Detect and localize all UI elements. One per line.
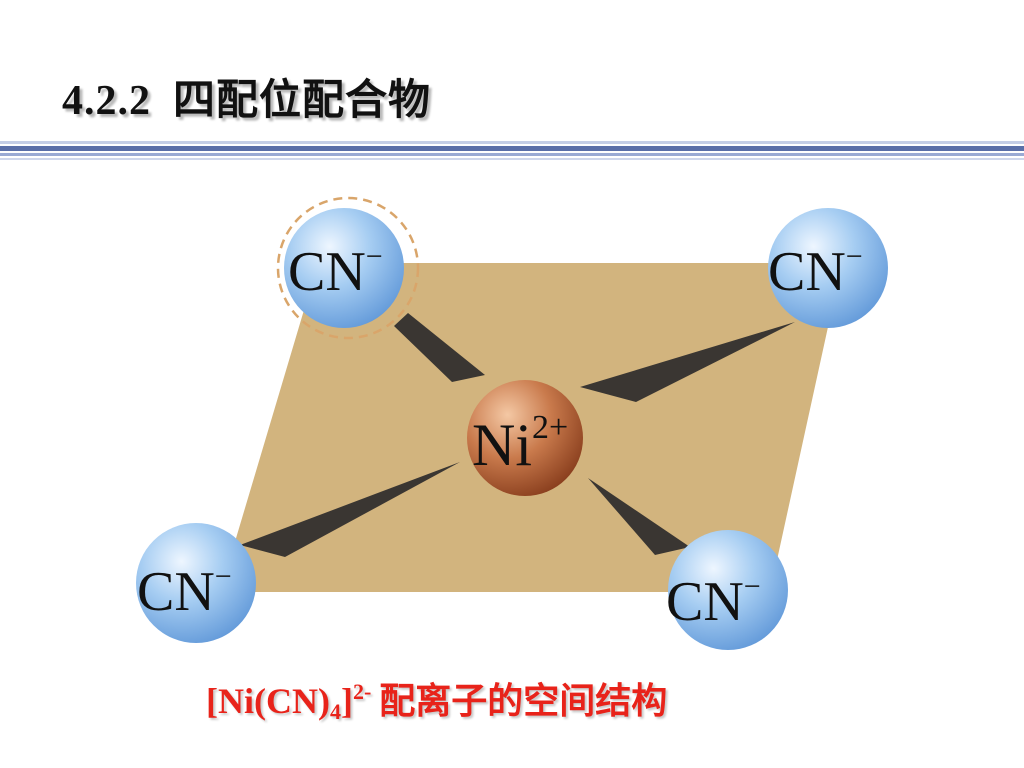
ligand-label-top-left: CN−	[288, 240, 383, 303]
ligand-label-bottom-left: CN−	[137, 560, 232, 623]
highlight-ring	[276, 196, 420, 340]
slide-title: 4.2.2 四配位配合物	[62, 66, 431, 127]
wedge-bond-bottom-left	[240, 462, 460, 557]
title-divider-pale	[0, 158, 1024, 160]
caption-formula: [Ni(CN)4]2-	[206, 679, 372, 724]
section-title: 四配位配合物	[173, 78, 432, 124]
caption-text: 配离子的空间结构	[379, 681, 668, 721]
ligand-cn-top-left	[284, 208, 404, 328]
ligand-label-bottom-right: CN−	[666, 570, 761, 633]
wedge-bond-top-left	[394, 313, 485, 382]
wedge-bond-bottom-right	[588, 478, 690, 555]
wedge-bond-top-right	[580, 322, 795, 402]
ligand-cn-top-right	[768, 208, 888, 328]
title-divider-light	[0, 141, 1024, 144]
ligand-cn-bottom-left	[136, 523, 256, 643]
central-ion-label: Ni2+	[472, 409, 568, 478]
ligand-cn-bottom-right	[668, 530, 788, 650]
title-divider-dark	[0, 146, 1024, 151]
title-divider-mid	[0, 153, 1024, 156]
diagram-caption: [Ni(CN)4]2-配离子的空间结构	[206, 672, 667, 725]
central-ion-ni	[467, 380, 583, 496]
ligand-label-top-right: CN−	[768, 240, 863, 303]
section-number: 4.2.2	[62, 78, 151, 124]
